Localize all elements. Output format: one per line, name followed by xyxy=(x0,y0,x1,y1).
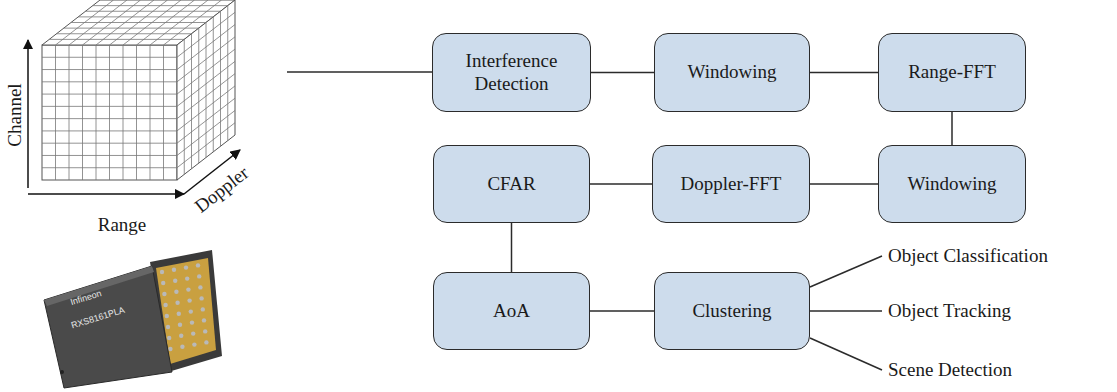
process-box: Windowing xyxy=(878,145,1026,223)
connector xyxy=(511,223,513,272)
box-label: Interference Detection xyxy=(441,50,582,96)
connector xyxy=(590,310,654,312)
cube-axes xyxy=(28,40,240,194)
process-box: Clustering xyxy=(654,272,810,350)
process-box: Windowing xyxy=(654,33,810,112)
connector xyxy=(810,72,878,74)
output-label: Object Tracking xyxy=(888,300,1011,323)
output-leaders xyxy=(810,256,882,370)
axis-label: Doppler xyxy=(190,162,253,218)
box-label: Windowing xyxy=(908,173,997,196)
box-label: Windowing xyxy=(688,61,777,84)
connector xyxy=(590,183,652,185)
box-label: Doppler-FFT xyxy=(681,173,782,196)
box-label: AoA xyxy=(493,300,530,323)
radar-chip xyxy=(44,250,222,388)
connector xyxy=(810,183,878,185)
axis-label: Channel xyxy=(4,83,27,146)
process-box: Range-FFT xyxy=(878,33,1026,112)
box-label: Clustering xyxy=(692,300,771,323)
data-cube xyxy=(42,0,235,180)
box-label: Range-FFT xyxy=(908,61,996,84)
axis-label: Range xyxy=(98,214,147,237)
connector xyxy=(951,112,953,145)
process-box: CFAR xyxy=(433,145,590,223)
input-wire xyxy=(287,71,433,73)
output-label: Scene Detection xyxy=(888,359,1012,382)
output-label: Object Classification xyxy=(888,245,1048,268)
process-box: Doppler-FFT xyxy=(652,145,810,223)
box-label: CFAR xyxy=(487,173,535,196)
process-box: Interference Detection xyxy=(432,33,591,112)
connector xyxy=(591,72,654,74)
process-box: AoA xyxy=(433,272,590,350)
